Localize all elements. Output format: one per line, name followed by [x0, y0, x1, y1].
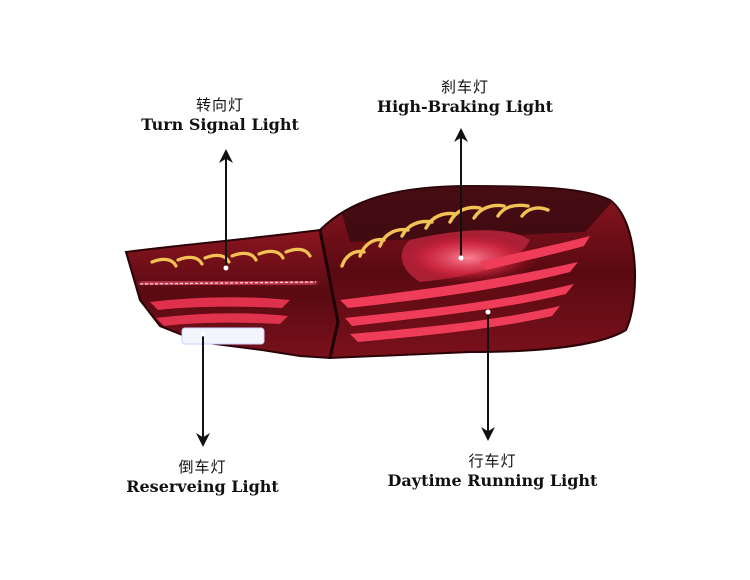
inner-lamp-housing — [124, 228, 340, 360]
reversing-label-en: Reserveing Light — [126, 476, 279, 496]
daytime-running-label: 行车灯 Daytime Running Light — [385, 452, 600, 491]
turn-signal-label-en: Turn Signal Light — [141, 114, 299, 134]
turn-signal-label-zh: 转向灯 — [195, 96, 244, 114]
reversing-label-zh: 倒车灯 — [178, 458, 227, 476]
brake-glow — [398, 232, 538, 284]
reversing-label: 倒车灯 Reserveing Light — [100, 458, 305, 497]
red-blades-outer — [340, 236, 590, 342]
turn-signal-label: 转向灯 Turn Signal Light — [120, 96, 320, 135]
high-braking-label: 刹车灯 High-Braking Light — [365, 78, 565, 117]
daytime-running-label-zh: 行车灯 — [468, 452, 517, 470]
housing-seam — [318, 229, 340, 359]
red-blades-inner — [150, 297, 290, 326]
daytime-running-label-en: Daytime Running Light — [387, 470, 598, 490]
turn-chevrons-inner — [150, 247, 312, 268]
high-braking-label-zh: 刹车灯 — [440, 78, 489, 96]
turn-chevrons-outer — [340, 203, 550, 268]
high-braking-label-en: High-Braking Light — [376, 96, 554, 116]
reverse-light — [182, 328, 264, 344]
